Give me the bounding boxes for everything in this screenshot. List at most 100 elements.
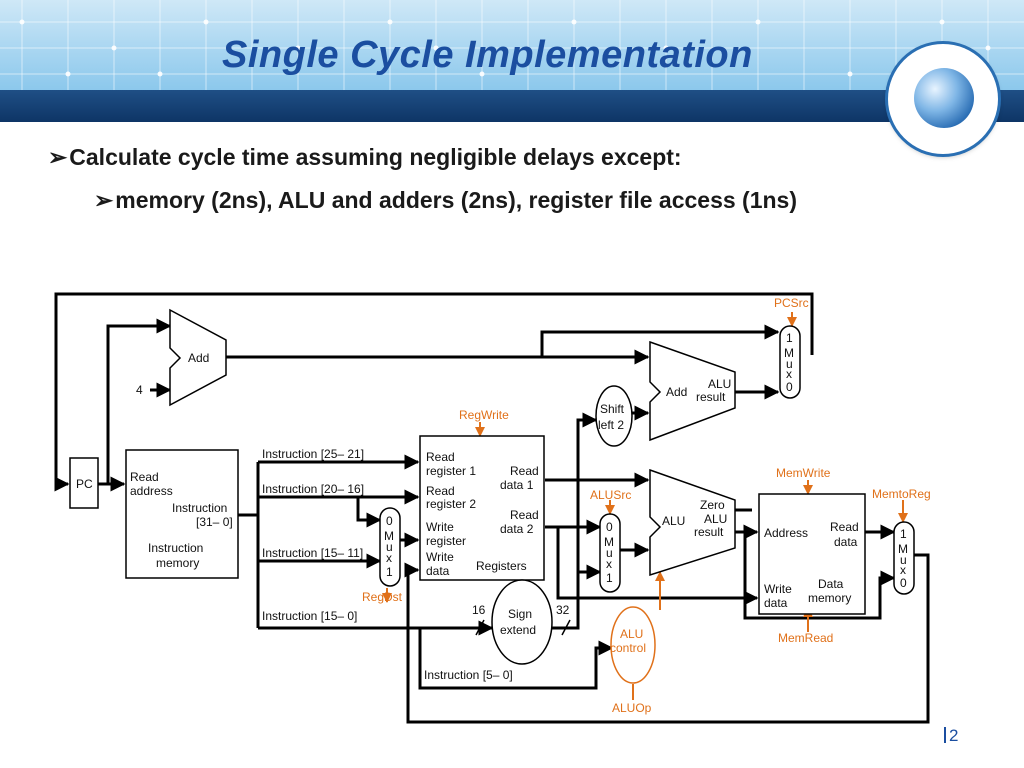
bullet-item-1: ➢Calculate cycle time assuming negligibl… — [48, 144, 682, 171]
header-background — [0, 0, 1024, 90]
memtoreg-label: MemtoReg — [872, 487, 931, 501]
bullet-text-2: memory (2ns), ALU and adders (2ns), regi… — [115, 187, 797, 213]
rf-read-reg1-b: register 1 — [426, 464, 476, 478]
datapath-wires — [54, 292, 930, 724]
dm-read-b: data — [834, 535, 858, 549]
branch-result-label: result — [696, 390, 726, 404]
regdst-mux-1: 1 — [386, 565, 393, 579]
page-number-text: 2 — [949, 726, 959, 745]
bus-width-marks — [475, 619, 571, 636]
alu-result-b: result — [694, 525, 724, 539]
bits-32-label: 32 — [556, 603, 570, 617]
alu-zero-label: Zero — [700, 498, 725, 512]
sign-label-a: Sign — [508, 607, 532, 621]
header-grid-pattern — [0, 0, 1024, 90]
im-bits-label: [31– 0] — [196, 515, 233, 529]
alusrc-mux-1: 1 — [606, 571, 613, 585]
rf-name-label: Registers — [476, 559, 527, 573]
pcsrc-mux-0: 0 — [786, 380, 793, 394]
sign-extend — [491, 579, 553, 665]
memtoreg-mux-x: x — [900, 563, 906, 577]
pcsrc-mux-1: 1 — [786, 331, 793, 345]
im-address-label: address — [130, 484, 173, 498]
regdst-mux-0: 0 — [386, 514, 393, 528]
page-number-bar — [944, 727, 946, 743]
control-signals — [382, 312, 908, 700]
rf-read-reg1-a: Read — [426, 450, 455, 464]
dm-write-a: Write — [764, 582, 792, 596]
bullet-item-2: ➢memory (2ns), ALU and adders (2ns), reg… — [94, 184, 894, 217]
alu-label: ALU — [662, 514, 685, 528]
pcsrc-mux-x: x — [786, 367, 792, 381]
header-bar — [0, 90, 1024, 122]
branch-alu-label: ALU — [708, 377, 731, 391]
slide-title: Single Cycle Implementation — [222, 34, 753, 76]
im-instruction-label: Instruction — [172, 501, 227, 515]
branch-adder-label: Add — [666, 385, 687, 399]
regdst-mux-m: M — [384, 529, 394, 543]
memtoreg-mux-0: 0 — [900, 576, 907, 590]
data-memory — [758, 493, 866, 615]
rf-read-data1-a: Read — [510, 464, 539, 478]
im-name-label-2: memory — [156, 556, 199, 570]
memread-label: MemRead — [778, 631, 833, 645]
memtoreg-mux — [893, 521, 915, 595]
pcsrc-mux — [779, 325, 801, 399]
pc-adder — [169, 308, 227, 407]
aluctl-label-a: ALU — [620, 627, 643, 641]
dm-address-label: Address — [764, 526, 808, 540]
pc-register — [69, 457, 99, 509]
alusrc-mux-m: M — [604, 535, 614, 549]
alusrc-mux-u: u — [606, 546, 613, 560]
dm-name-a: Data — [818, 577, 844, 591]
page-number: 2 — [944, 726, 958, 746]
rf-read-data2-b: data 2 — [500, 522, 534, 536]
regdst-mux — [379, 507, 401, 587]
pcsrc-label: PCSrc — [774, 296, 809, 310]
register-file — [419, 435, 545, 581]
shift-left-2 — [595, 385, 633, 447]
bullet-arrow-icon: ➢ — [94, 187, 114, 213]
instruction-memory — [125, 449, 239, 579]
regdst-mux-u: u — [386, 540, 393, 554]
shift-label-a: Shift — [600, 402, 625, 416]
rf-read-reg2-b: register 2 — [426, 497, 476, 511]
regwrite-label: RegWrite — [459, 408, 509, 422]
main-alu — [649, 468, 736, 577]
instr-20-16-label: Instruction [20– 16] — [262, 482, 364, 496]
shift-label-b: left 2 — [598, 418, 624, 432]
alusrc-mux-x: x — [606, 557, 612, 571]
globe-icon — [914, 68, 974, 128]
alusrc-mux-0: 0 — [606, 520, 613, 534]
alu-control — [610, 606, 656, 684]
instr-5-0-label: Instruction [5– 0] — [424, 668, 513, 682]
rf-read-data2-a: Read — [510, 508, 539, 522]
pcsrc-mux-u: u — [786, 357, 793, 371]
im-read-label: Read — [130, 470, 159, 484]
pc-label: PC — [76, 477, 93, 491]
bits-16-label: 16 — [472, 603, 486, 617]
instr-25-21-label: Instruction [25– 21] — [262, 447, 364, 461]
rf-write-data-b: data — [426, 564, 450, 578]
sign-label-b: extend — [500, 623, 536, 637]
rf-write-data-a: Write — [426, 550, 454, 564]
dm-write-b: data — [764, 596, 788, 610]
memwrite-label: MemWrite — [776, 466, 831, 480]
alusrc-mux — [599, 513, 621, 593]
branch-adder — [649, 340, 736, 442]
rf-read-reg2-a: Read — [426, 484, 455, 498]
im-name-label-1: Instruction — [148, 541, 203, 555]
pc-adder-label: Add — [188, 351, 209, 365]
bullet-text-1: Calculate cycle time assuming negligible… — [69, 144, 682, 170]
aluop-label: ALUOp — [612, 701, 652, 715]
alusrc-label: ALUSrc — [590, 488, 631, 502]
dm-read-a: Read — [830, 520, 859, 534]
bullet-arrow-icon: ➢ — [48, 144, 68, 170]
constant-four: 4 — [136, 383, 143, 397]
memtoreg-mux-m: M — [898, 542, 908, 556]
regdst-mux-x: x — [386, 551, 392, 565]
rf-read-data1-b: data 1 — [500, 478, 534, 492]
instr-15-11-label: Instruction [15– 11] — [262, 546, 363, 560]
pcsrc-mux-m: M — [784, 346, 794, 360]
